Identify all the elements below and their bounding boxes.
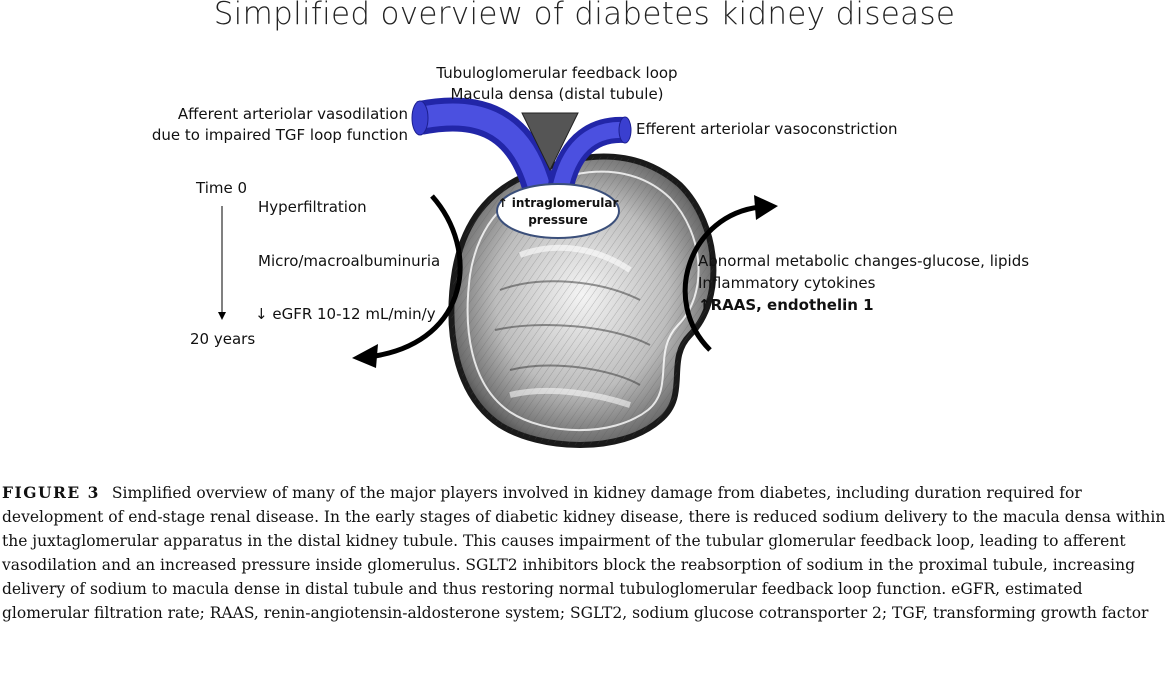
pressure-label-line1: ↑ intraglomerular [497, 196, 619, 210]
right-arrowhead [754, 195, 778, 220]
afferent-label: Afferent arteriolar vasodilation due to … [150, 104, 408, 146]
time-start-label: Time 0 [196, 179, 248, 197]
tgf-label-line1: Tubuloglomerular feedback loop [436, 64, 678, 82]
albuminuria-label: Micro/macroalbuminuria [258, 252, 441, 270]
efferent-arteriole [547, 116, 632, 193]
left-arrowhead [352, 344, 378, 368]
afferent-label-line1: Afferent arteriolar vasodilation [177, 105, 408, 123]
left-curved-arrow [374, 194, 463, 359]
glomerulus-ellipse [496, 183, 620, 239]
hyperfiltration-label: Hyperfiltration [258, 198, 367, 216]
figure-title: Simplified overview of diabetes kidney d… [213, 0, 956, 32]
cytokines-label: Inflammatory cytokines [698, 274, 876, 292]
kidney-diagram [218, 97, 778, 448]
afferent-arteriole [411, 97, 557, 195]
caption-text: Simplified overview of many of the major… [2, 484, 1166, 622]
egfr-label: ↓ eGFR 10-12 mL/min/y [255, 305, 436, 323]
time-end-label: 20 years [190, 330, 256, 348]
figure-number: FIGURE 3 [2, 483, 100, 502]
raas-label: ↑RAAS, endothelin 1 [698, 296, 874, 314]
right-curved-arrow [682, 204, 761, 352]
pressure-label-line2: pressure [528, 213, 588, 227]
macula-densa-triangle [521, 112, 579, 172]
metabolic-label: Abnormal metabolic changes-glucose, lipi… [698, 252, 1030, 270]
efferent-label: Efferent arteriolar vasoconstriction [636, 120, 898, 138]
tgf-label-line2: Macula densa (distal tubule) [450, 85, 664, 103]
afferent-label-line2: due to impaired TGF loop function [151, 126, 408, 144]
tgf-label: Tubuloglomerular feedback loop Macula de… [430, 63, 684, 105]
pressure-label: ↑ intraglomerular pressure [497, 188, 619, 236]
